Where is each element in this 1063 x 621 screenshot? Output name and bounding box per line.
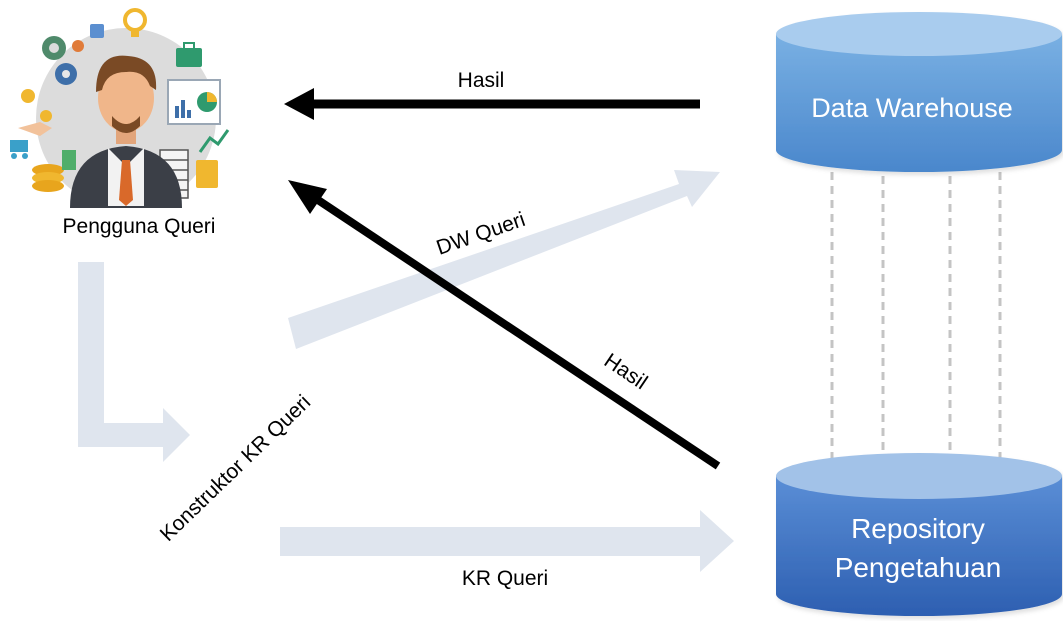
data-warehouse-cylinder[interactable]: Data Warehouse: [776, 12, 1062, 172]
repo-result-arrowhead: [288, 180, 327, 214]
business-user-icon[interactable]: Pengguna Queri: [10, 8, 230, 238]
data-warehouse-label: Data Warehouse: [811, 93, 1013, 123]
database-cylinder-icon: [776, 34, 1062, 172]
coin-icon: [72, 40, 84, 52]
calculator-icon: [196, 160, 218, 188]
repo-result-arrow-shaft: [309, 192, 721, 470]
hand-coin-icon: [18, 110, 52, 136]
briefcase-icon: [176, 42, 202, 67]
cylinder-top: [776, 453, 1062, 499]
person-icon: [70, 55, 182, 208]
cylinder-top: [776, 12, 1062, 56]
dw-result-label: Hasil: [458, 69, 505, 92]
money-icon: [62, 150, 76, 170]
lightbulb-icon: [123, 8, 147, 37]
link-lines: [830, 172, 1002, 472]
cart-icon: [10, 140, 28, 159]
result-arrows: [284, 88, 721, 470]
chart-board-icon: [167, 79, 221, 125]
dw-result-arrowhead: [284, 88, 314, 120]
kr-query-arrow: [280, 510, 734, 572]
process-arrows: [78, 170, 734, 572]
gear-icon: [42, 36, 66, 60]
user-label: Pengguna Queri: [63, 215, 216, 238]
repository-label-line2: Pengetahuan: [835, 552, 1002, 583]
coin-icon: [21, 89, 35, 103]
repository-cylinder[interactable]: Repository Pengetahuan: [776, 453, 1062, 616]
gear-icon: [55, 63, 77, 85]
kr-query-label: KR Queri: [462, 567, 548, 590]
trend-icon: [198, 129, 230, 153]
dw-query-arrow: [288, 170, 720, 349]
repository-label-line1: Repository: [851, 513, 985, 544]
constructor-arrow: [78, 262, 190, 462]
kr-constructor-label: Konstruktor KR Queri: [156, 391, 316, 546]
database-cylinder-icon: [776, 476, 1062, 616]
coins-icon: [32, 164, 64, 192]
repo-result-label: Hasil: [600, 349, 652, 394]
calendar-icon: [90, 24, 104, 38]
